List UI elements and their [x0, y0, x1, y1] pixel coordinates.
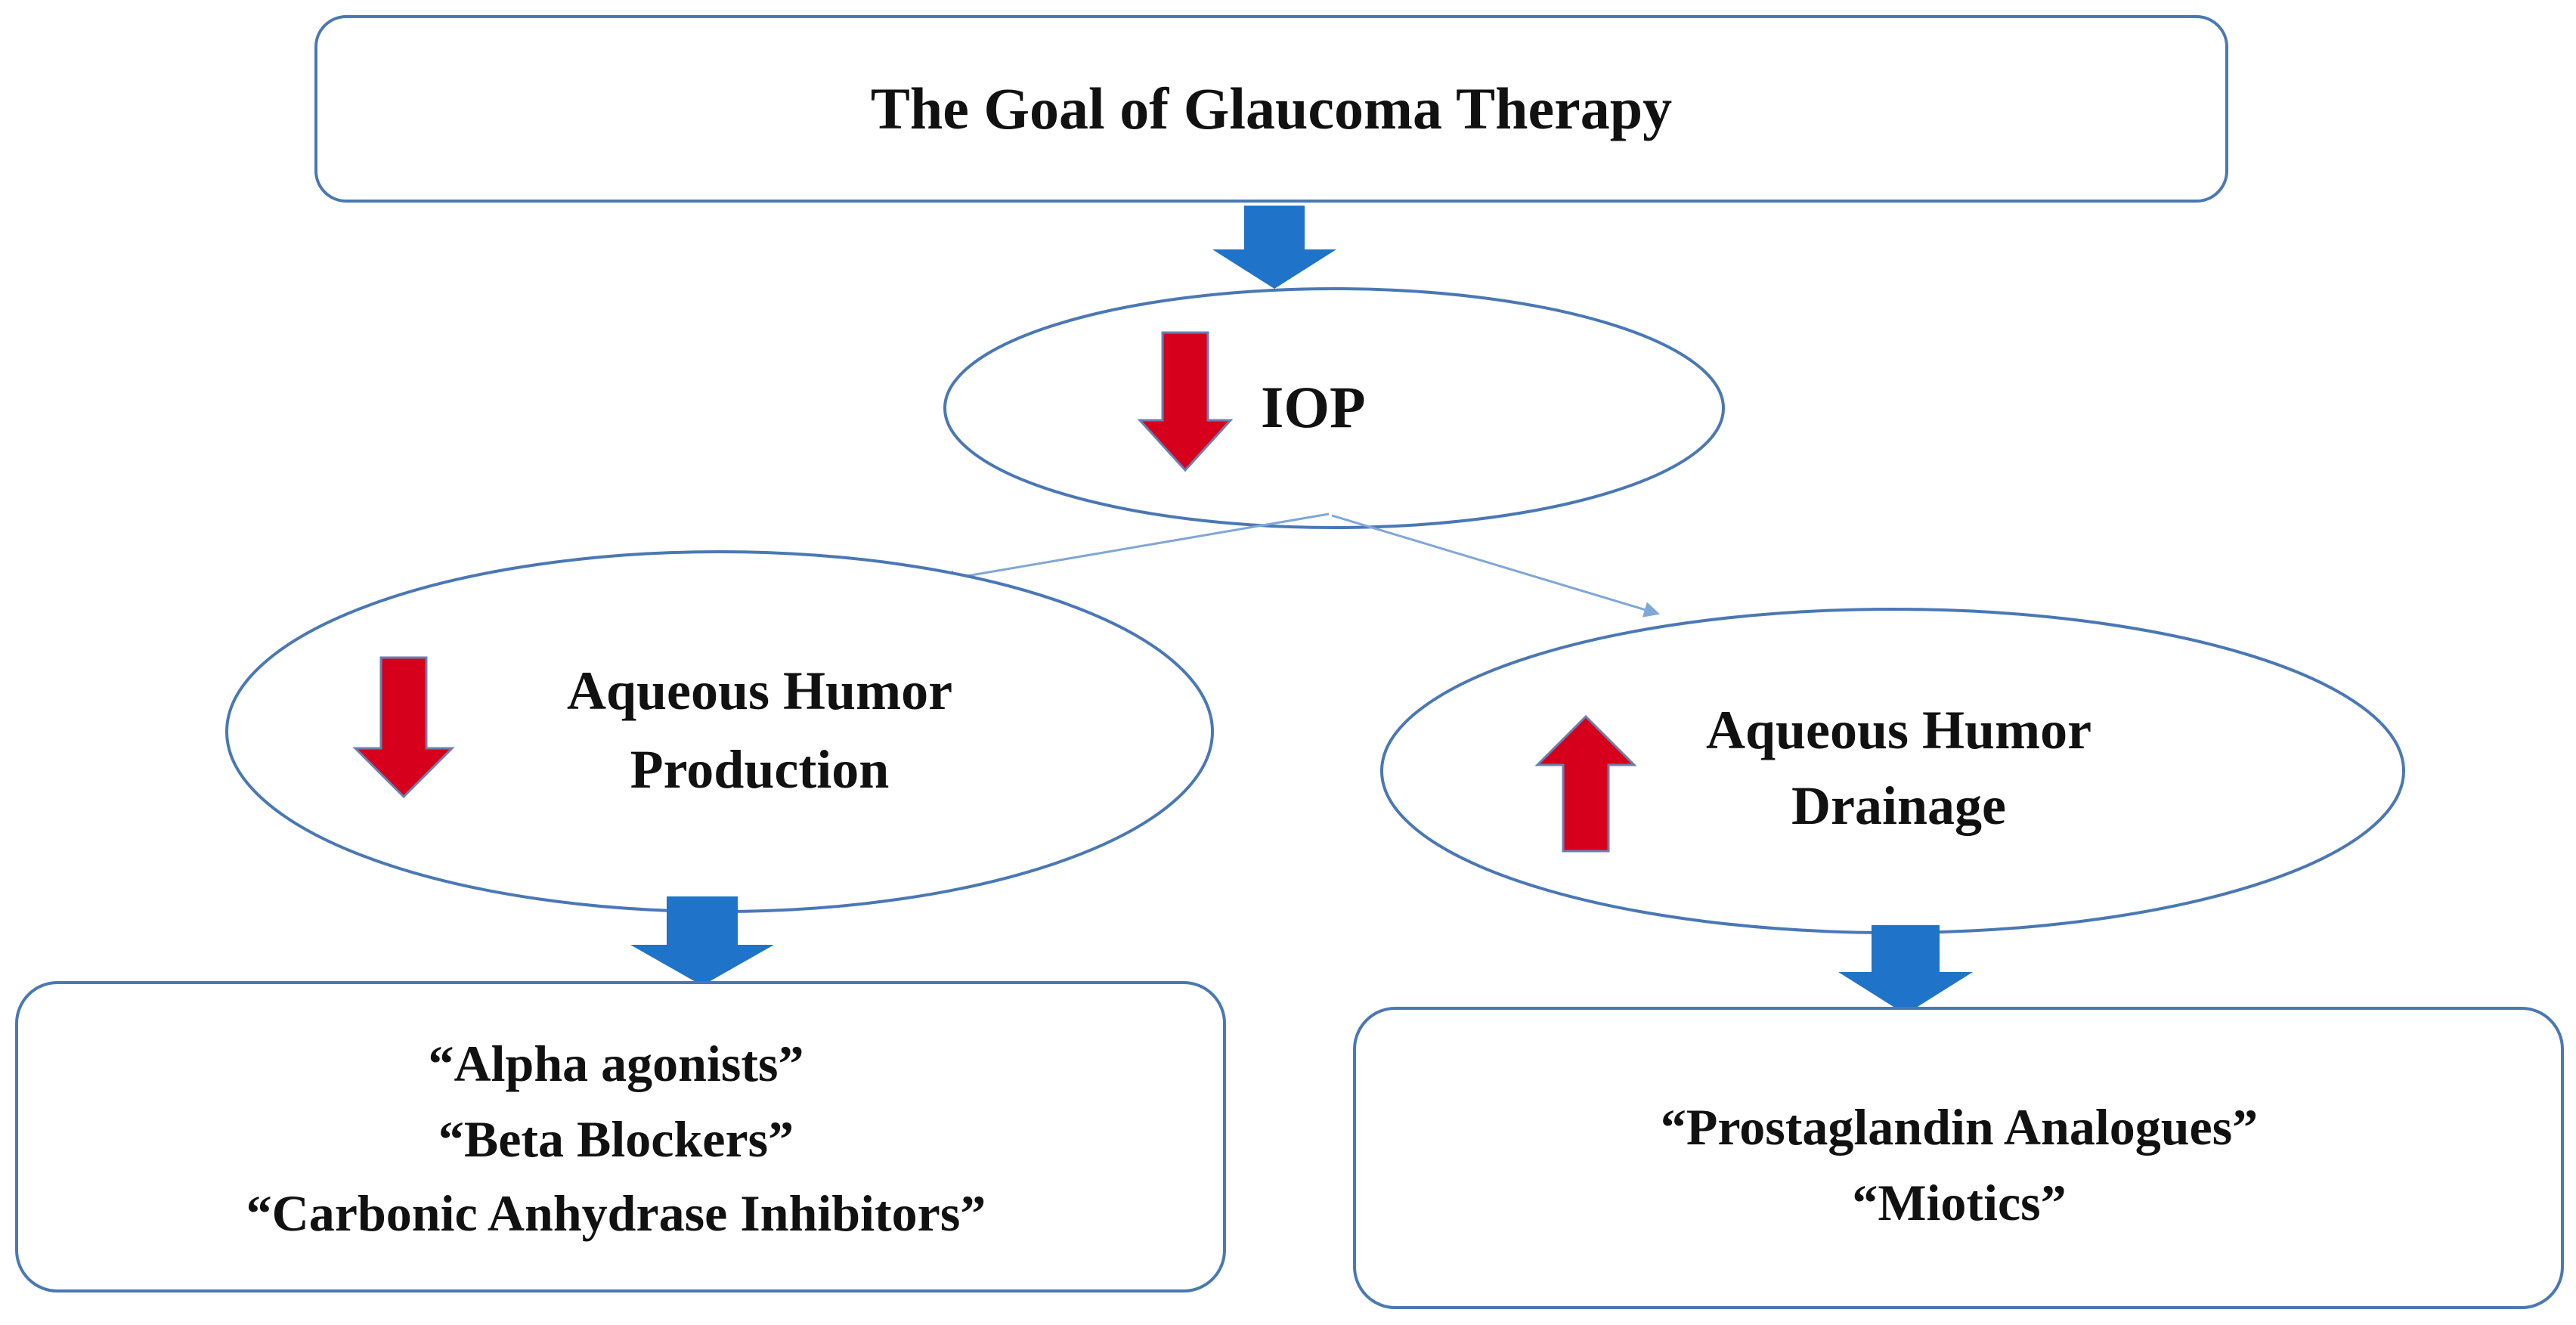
- production-label-line1: Aqueous Humor: [567, 661, 952, 721]
- drainage-label-line1: Aqueous Humor: [1706, 700, 2091, 760]
- iop-decrease-arrow-icon: [1137, 331, 1234, 472]
- production-label-line2: Production: [630, 739, 890, 800]
- drainage-drugs-box: [1353, 1007, 2564, 1309]
- goal-box: [314, 15, 2228, 203]
- connector-right-arrow: [1331, 514, 1661, 618]
- drainage-label-line2: Drainage: [1791, 775, 2006, 836]
- iop-ellipse: [943, 287, 1725, 529]
- production-ellipse: [225, 550, 1214, 913]
- drug-miotics: “Miotics”: [1852, 1174, 2066, 1231]
- iop-label: IOP: [1261, 374, 1366, 440]
- production-drugs-box: [15, 981, 1226, 1292]
- drug-carbonic-anhydrase-inhibitors: “Carbonic Anhydrase Inhibitors”: [246, 1184, 986, 1242]
- production-decrease-arrow-icon: [352, 656, 455, 799]
- drug-beta-blockers: “Beta Blockers”: [438, 1110, 794, 1168]
- drainage-ellipse: [1380, 608, 2405, 934]
- connector-left-arrow: [938, 512, 1330, 587]
- flow-arrow-icon: [1838, 925, 1973, 1014]
- goal-title: The Goal of Glaucoma Therapy: [871, 76, 1672, 141]
- drainage-increase-arrow-icon: [1534, 714, 1637, 853]
- flow-arrow-icon: [630, 896, 774, 986]
- flow-arrow-icon: [1212, 206, 1336, 289]
- drug-prostaglandin-analogues: “Prostaglandin Analogues”: [1661, 1098, 2258, 1156]
- drug-alpha-agonists: “Alpha agonists”: [429, 1035, 804, 1092]
